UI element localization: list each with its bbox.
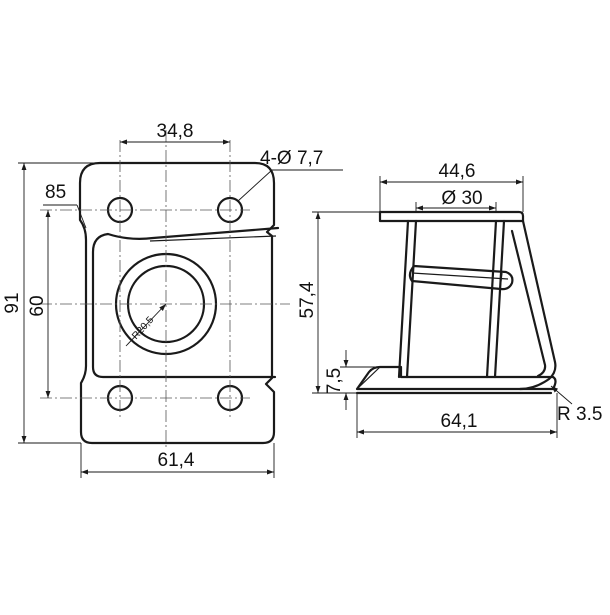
dim-inner-diameter: Ø 30: [441, 188, 482, 209]
base-top-line: [356, 366, 381, 390]
dim-top-angle: 85: [45, 182, 66, 203]
dim-hole-spacing-h: 34,8: [157, 121, 194, 142]
dim-bend-radius: R 3.5: [557, 404, 602, 425]
inclined-web: [518, 219, 557, 391]
dim-overall-height: 91: [2, 292, 23, 313]
wall-outer-left: [397, 219, 410, 379]
inclined-web-inner: [510, 229, 547, 378]
dim-overall-width: 61,4: [158, 450, 195, 471]
tongue-edge: [149, 235, 277, 242]
dim-height: 57,4: [297, 281, 318, 318]
front-view: 34,8 4-Ø 7,7 85 91 60 R20,5 61,4: [2, 121, 343, 478]
dim-base-length: 64,1: [441, 411, 478, 432]
wall-outer-right: [493, 219, 506, 379]
pin: [408, 264, 514, 291]
wall-inner-right: [485, 219, 498, 379]
dim-top-width: 44,6: [439, 161, 476, 182]
plate-outline: [78, 161, 276, 445]
dim-holes: 4-Ø 7,7: [260, 148, 323, 169]
pin-axis: [411, 272, 509, 280]
base-foot: [355, 365, 557, 391]
wall-inner-left: [405, 219, 418, 379]
center-lines: [40, 130, 290, 450]
top-flange: [378, 210, 525, 223]
tongue-profile: [91, 226, 280, 379]
dim-hole-spacing-v: 60: [27, 295, 48, 316]
dim-base-thickness: 7,5: [324, 368, 345, 394]
side-view: 44,6 Ø 30 57,4 7,5 64,1 R 3.5: [297, 161, 602, 438]
pin-end: [499, 272, 503, 290]
